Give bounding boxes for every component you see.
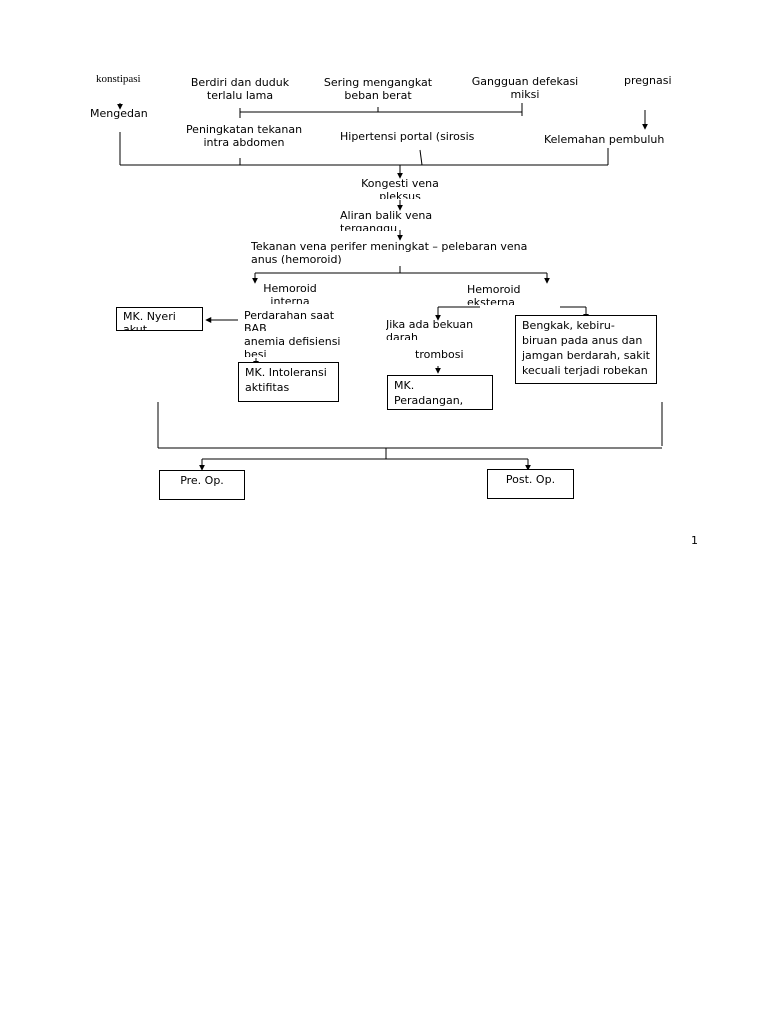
hipertensi-portal-label: Hipertensi portal (sirosis hepatis) <box>340 130 475 144</box>
mk-nyeri-akut-box: MK. Nyeri akut <box>116 307 203 331</box>
bekuan-darah-label: Jika ada bekuan darah <box>386 318 474 340</box>
mk-intoleransi-box: MK. Intoleransi aktifitas <box>238 362 339 402</box>
page-number: 1 <box>691 534 698 547</box>
kongesti-vena-label: Kongesti vena pleksus <box>361 177 439 199</box>
anemia-label: anemia defisiensi besi <box>244 335 341 357</box>
aliran-balik-label: Aliran balik vena terganggu <box>340 209 433 231</box>
kelemahan-pembuluh-label: Kelemahan pembuluh <box>544 133 665 146</box>
pre-op-box: Pre. Op. <box>159 470 245 500</box>
cause-defekasi: Gangguan defekasi miksi <box>471 75 579 101</box>
tekanan-vena-label: Tekanan vena perifer meningkat – pelebar… <box>251 240 528 264</box>
bengkak-box: Bengkak, kebiru-biruan pada anus dan jam… <box>515 315 657 384</box>
perdarahan-label: Perdarahan saat BAB <box>244 309 335 331</box>
cause-mengangkat: Sering mengangkat beban berat <box>323 76 433 102</box>
peningkatan-tekanan-label: Peningkatan tekanan intra abdomen <box>185 123 303 149</box>
hemoroid-eksterna-label: Hemoroid eksterna <box>467 283 521 305</box>
trombosi-label: trombosi <box>415 348 464 361</box>
hemoroid-interna-label: Hemoroid interna <box>263 282 317 304</box>
cause-berdiri: Berdiri dan duduk terlalu lama <box>190 76 290 102</box>
mengedan-label: Mengedan <box>90 107 148 120</box>
post-op-box: Post. Op. <box>487 469 574 499</box>
mk-peradangan-box: MK. Peradangan, edema dan nyeri <box>387 375 493 410</box>
cause-pregnasi: pregnasi <box>624 74 672 87</box>
cause-konstipasi: konstipasi <box>96 73 141 85</box>
